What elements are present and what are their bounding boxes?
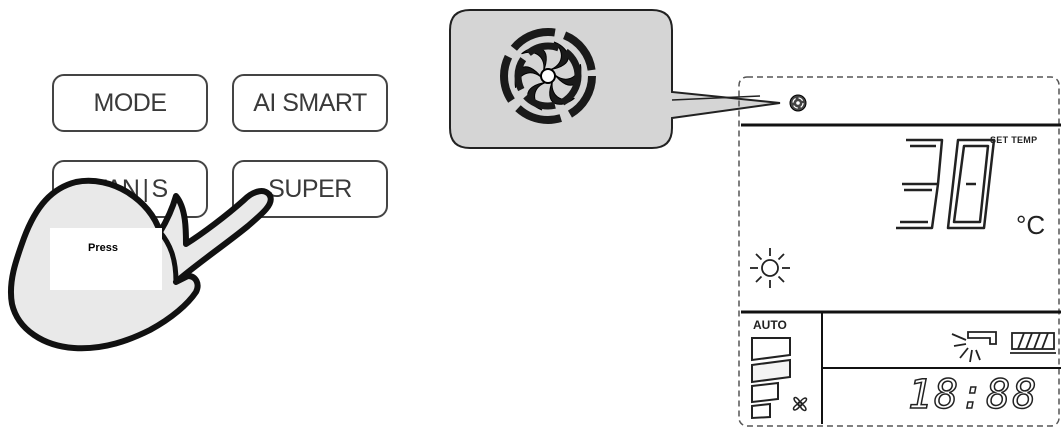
temperature-unit: °C xyxy=(1016,210,1046,240)
heater-icon xyxy=(1010,332,1056,354)
set-temp-label: SET TEMP xyxy=(990,135,1038,145)
temperature-digits xyxy=(896,138,996,230)
mode-button-label: MODE xyxy=(93,88,168,117)
pressing-hand-icon xyxy=(7,177,274,352)
fan-speed-auto-label: AUTO xyxy=(753,318,787,332)
callout-bubble xyxy=(449,9,781,149)
fan-button-divider: | xyxy=(142,174,149,203)
clock-digits: 18:88 xyxy=(907,371,1039,419)
sun-icon xyxy=(750,248,790,288)
temperature-digits-text: 30 xyxy=(976,171,994,188)
mode-button[interactable]: MODE xyxy=(52,74,208,132)
swing-icon xyxy=(951,331,997,363)
ai-smart-button-label: AI SMART xyxy=(253,88,367,117)
super-button-label: SUPER xyxy=(268,174,352,203)
press-label: Press xyxy=(88,242,118,254)
ai-smart-button[interactable]: AI SMART xyxy=(232,74,388,132)
swirl-fan-icon xyxy=(500,28,596,124)
swirl-indicator-icon xyxy=(789,94,807,112)
fan-icon xyxy=(792,396,808,412)
fan-button-suffix: S xyxy=(151,174,168,203)
lcd-frame xyxy=(738,76,1061,427)
fan-speed-bars xyxy=(751,337,791,420)
